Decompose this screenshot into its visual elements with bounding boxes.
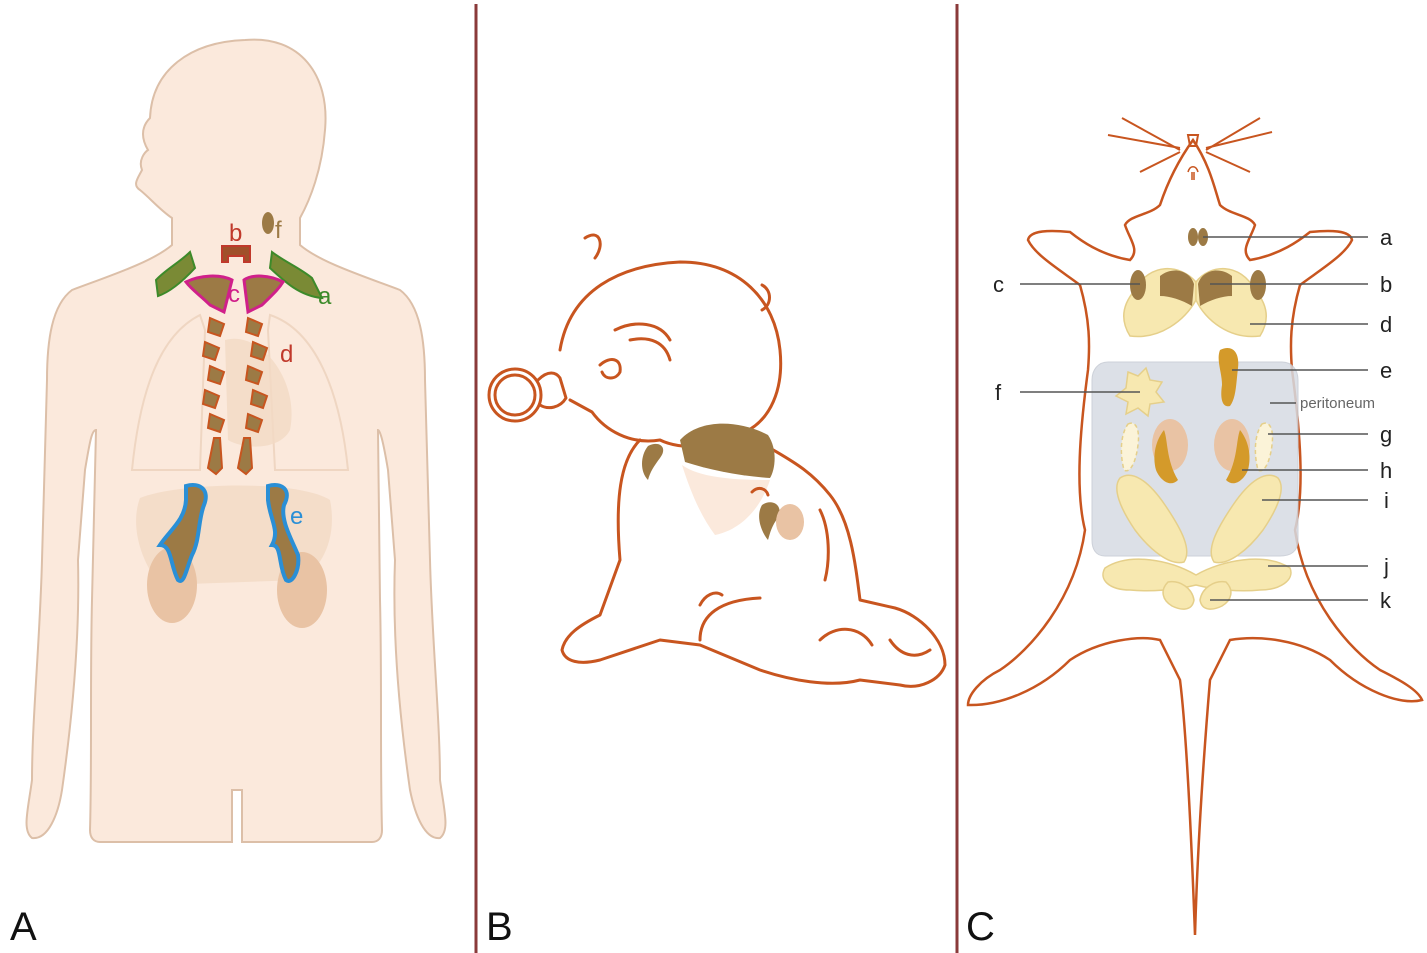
- infant-torso: [562, 440, 945, 686]
- rodent-label-f: f: [995, 380, 1002, 405]
- rodent-organ-c-left: [1130, 270, 1146, 300]
- human-organ-f: [262, 212, 274, 234]
- human-label-c: c: [228, 281, 240, 308]
- human-label-e: e: [290, 503, 303, 530]
- rodent-label-k: k: [1380, 588, 1392, 613]
- rodent-label-i: i: [1384, 488, 1389, 513]
- infant-pacifier-ring: [489, 369, 541, 421]
- rodent-label-j: j: [1383, 554, 1389, 579]
- infant-head: [560, 262, 781, 447]
- rodent-label-e: e: [1380, 358, 1392, 383]
- infant-kidney: [776, 504, 804, 540]
- rodent-label-g: g: [1380, 422, 1392, 447]
- panel-letter-b: B: [486, 905, 513, 949]
- panel-b: B: [486, 235, 945, 949]
- rodent-label-b: b: [1380, 272, 1392, 297]
- human-label-a: a: [318, 283, 332, 310]
- infant-brown-fat-upper: [680, 424, 775, 478]
- rodent-label-a: a: [1380, 225, 1393, 250]
- panel-letter-a: A: [10, 905, 37, 949]
- panel-c: a b c d e f g h i j k peritoneum C: [966, 118, 1422, 949]
- rodent-organ-c-right: [1250, 270, 1266, 300]
- human-label-f: f: [275, 217, 282, 244]
- rodent-organ-a-left: [1188, 228, 1198, 246]
- infant-brown-fat-shoulder: [642, 444, 663, 480]
- rodent-label-c: c: [993, 272, 1004, 297]
- rodent-label-peritoneum: peritoneum: [1300, 395, 1375, 412]
- human-label-d: d: [280, 341, 293, 368]
- panel-letter-c: C: [966, 905, 995, 949]
- panel-a: b f c a d e A: [10, 40, 445, 949]
- human-label-b: b: [229, 220, 242, 247]
- rodent-label-d: d: [1380, 312, 1392, 337]
- rodent-label-h: h: [1380, 458, 1392, 483]
